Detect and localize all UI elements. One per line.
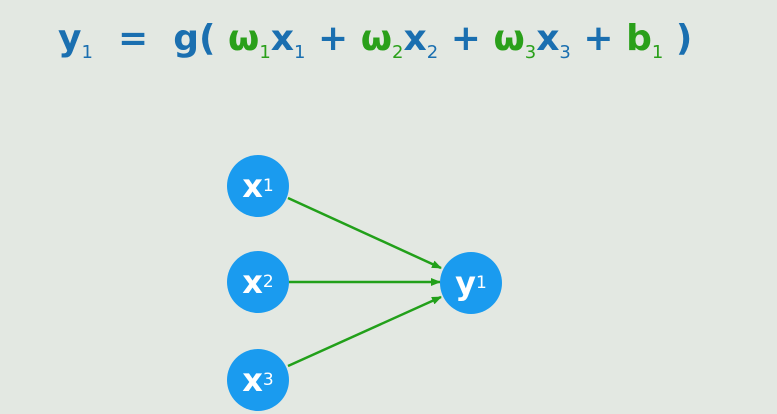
eq-function: g( (173, 18, 216, 59)
eq-output: y1 (58, 18, 93, 63)
edge-x3-y1 (287, 295, 442, 368)
eq-plus: + (583, 18, 614, 59)
eq-close-paren: ) (675, 18, 693, 59)
eq-plus: + (450, 18, 481, 59)
eq-plus: + (318, 18, 349, 59)
eq-weight-3: ω3 (493, 18, 537, 63)
eq-input-1: x1 (270, 18, 306, 63)
eq-bias: b1 (626, 18, 664, 63)
edge-x1-y1 (287, 196, 442, 270)
eq-weight-2: ω2 (360, 18, 404, 63)
eq-weight-1: ω1 (228, 18, 271, 63)
eq-input-3: x3 (536, 18, 571, 63)
eq-input-2: x2 (403, 18, 439, 63)
equation: y1 = g( ω1 x1 + ω2 x2 + ω3 x3 + b1 ) (58, 18, 692, 63)
eq-equals: = (118, 18, 149, 59)
